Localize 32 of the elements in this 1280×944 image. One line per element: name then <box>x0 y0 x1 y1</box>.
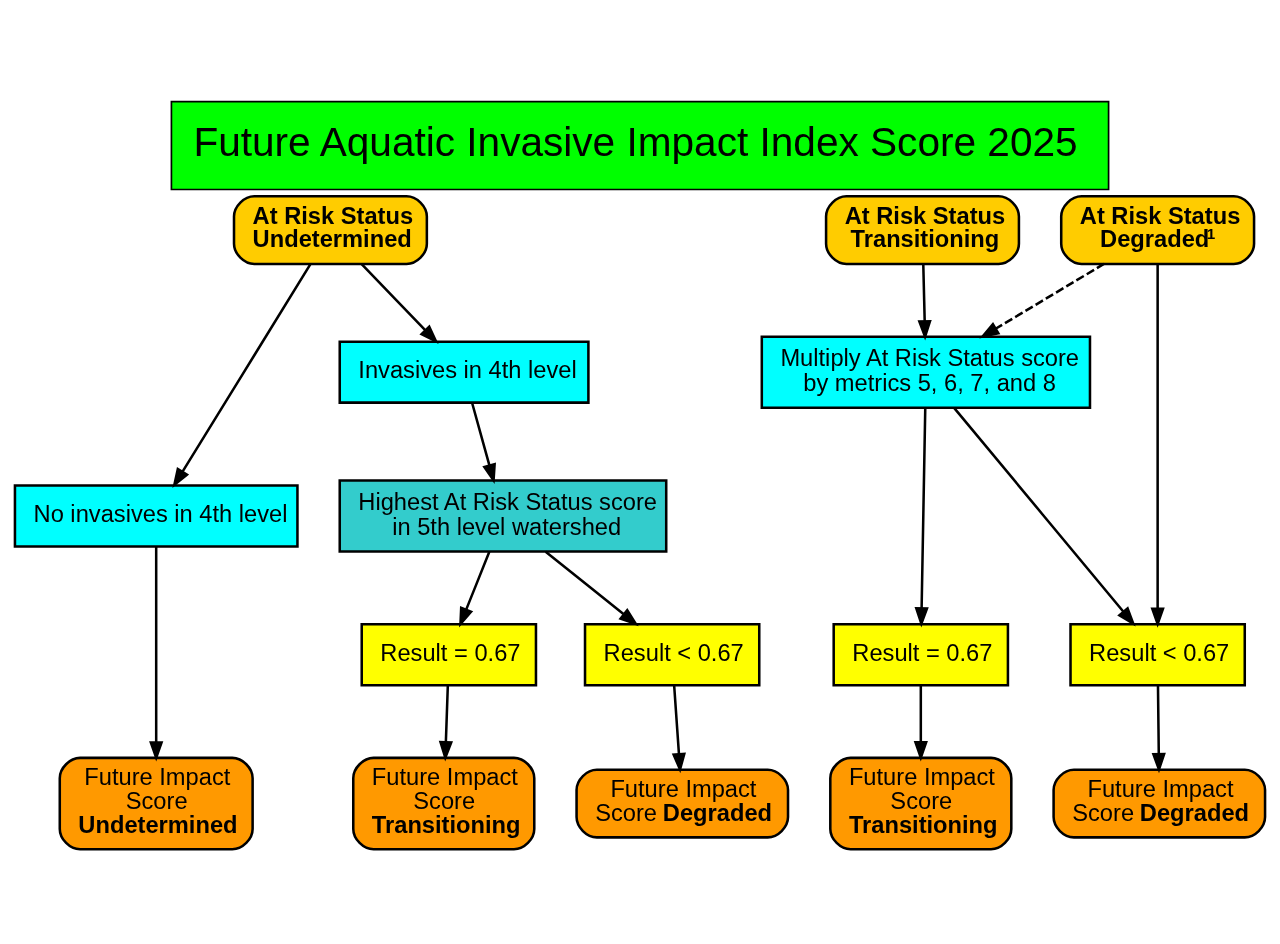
node-box: Future Impact Score Undetermined <box>58 756 254 851</box>
arrow <box>913 685 928 762</box>
diagram-title: Future Aquatic Invasive Impact Index Score 2025 <box>193 119 1078 165</box>
node-box: Future Impact Score Transitioning <box>352 756 536 851</box>
node-box: Result < 0.67 <box>583 623 761 687</box>
node-box: Result < 0.67 <box>1069 623 1247 687</box>
arrow <box>149 546 164 762</box>
node-box: Result = 0.67 <box>832 623 1010 687</box>
arrow <box>914 408 929 628</box>
node-box: Future Impact Score Degraded <box>575 768 790 839</box>
arrow <box>470 402 496 484</box>
arrow <box>1150 264 1165 628</box>
node-box: Invasives in 4th level <box>338 340 590 404</box>
arrow <box>438 685 453 762</box>
arrow <box>979 262 1105 339</box>
arrow <box>1151 685 1166 774</box>
node-box: Future Impact Score Degraded <box>1052 768 1267 839</box>
node-box: At Risk Status Degraded$^{1}$ <box>1059 195 1256 266</box>
node-box: Multiply At Risk Status score by metrics 5, 6, 7, and 8 <box>760 335 1092 409</box>
node-box: At Risk Status Transitioning <box>824 195 1021 266</box>
arrow <box>360 263 439 345</box>
arrow <box>917 263 932 341</box>
node-box: No invasives in 4th level <box>13 484 299 548</box>
arrow <box>953 407 1136 627</box>
arrow <box>671 685 686 774</box>
node-box: Highest At Risk Status score in 5th level watershed <box>338 479 668 553</box>
arrow <box>544 550 639 627</box>
node-box: Result = 0.67 <box>360 623 538 687</box>
arrow <box>459 551 491 628</box>
node-box: At Risk Status Undetermined <box>232 195 429 266</box>
arrow <box>172 263 312 489</box>
node-box: Future Impact Score Transitioning <box>829 756 1013 851</box>
